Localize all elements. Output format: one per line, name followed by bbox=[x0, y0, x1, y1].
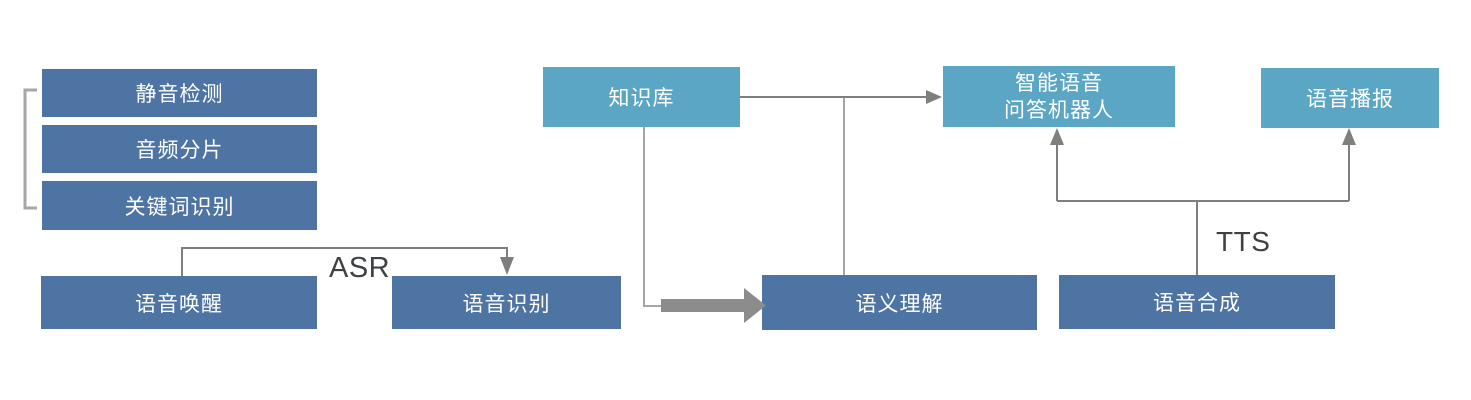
tts-right-arrowhead-icon bbox=[1342, 128, 1356, 145]
node-keyword-recognition: 关键词识别 bbox=[42, 181, 317, 230]
node-audio-segmentation: 音频分片 bbox=[42, 125, 317, 173]
node-qa-robot: 智能语音 问答机器人 bbox=[943, 66, 1175, 127]
tts-tree-lines bbox=[1056, 143, 1350, 275]
node-qa-robot-label-line1: 智能语音 bbox=[1015, 71, 1103, 95]
node-keyword-recognition-label: 关键词识别 bbox=[124, 195, 235, 219]
kb-descent-line bbox=[643, 127, 661, 307]
tts-left-arrowhead-icon bbox=[1050, 128, 1064, 145]
kb-to-robot-arrow bbox=[740, 90, 942, 104]
node-audio-segmentation-label: 音频分片 bbox=[135, 139, 224, 162]
asr-edge-label: ASR bbox=[329, 252, 391, 284]
node-qa-robot-label-line2: 问答机器人 bbox=[1004, 98, 1114, 122]
tts-tree-arrows bbox=[1050, 128, 1356, 275]
node-silence-detection: 静音检测 bbox=[42, 69, 317, 117]
node-speech-synthesis: 语音合成 bbox=[1059, 275, 1335, 329]
tts-edge-label: TTS bbox=[1216, 226, 1271, 257]
node-silence-detection-label: 静音检测 bbox=[135, 83, 224, 106]
thick-block-arrow-icon bbox=[661, 288, 766, 323]
node-semantic-understanding: 语义理解 bbox=[762, 275, 1037, 330]
node-voice-wakeup-label: 语音唤醒 bbox=[135, 292, 223, 316]
node-qa-robot-label: 智能语音 问答机器人 bbox=[1004, 70, 1114, 124]
node-voice-broadcast: 语音播报 bbox=[1261, 68, 1439, 128]
asr-arrowhead-icon bbox=[500, 257, 514, 275]
node-knowledge-base-label: 知识库 bbox=[608, 87, 675, 110]
node-knowledge-base: 知识库 bbox=[543, 67, 740, 127]
node-voice-wakeup: 语音唤醒 bbox=[41, 276, 317, 329]
kb-to-robot-arrowhead-icon bbox=[926, 90, 942, 104]
group-bracket bbox=[23, 88, 37, 210]
node-speech-recognition: 语音识别 bbox=[392, 276, 621, 329]
node-speech-recognition-label: 语音识别 bbox=[462, 292, 551, 316]
node-speech-synthesis-label: 语音合成 bbox=[1153, 292, 1241, 315]
node-voice-broadcast-label: 语音播报 bbox=[1306, 88, 1394, 111]
node-semantic-understanding-label: 语义理解 bbox=[855, 292, 944, 316]
